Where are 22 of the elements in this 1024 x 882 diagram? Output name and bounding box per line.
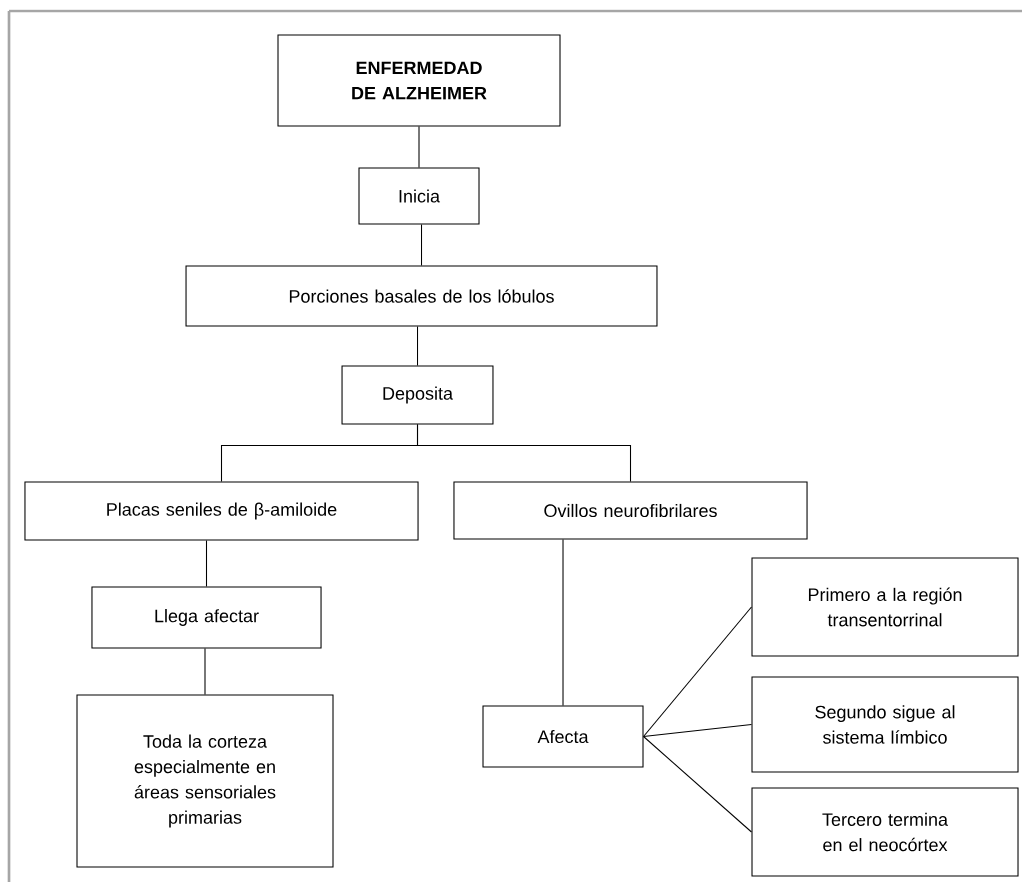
process-box: Inicia (358, 167, 480, 225)
process-box: Afecta (482, 705, 644, 768)
process-box: Segundo sigue al sistema límbico (751, 676, 1019, 773)
process-box: Tercero termina en el neocórtex (751, 787, 1019, 877)
connector-line (204, 648, 206, 695)
process-box: Placas seniles de β-amiloide (24, 481, 419, 541)
process-box: Llega afectar (91, 586, 322, 649)
connector-line (420, 224, 423, 266)
connector-line (416, 326, 419, 366)
connector-line (418, 125, 420, 168)
connector-line (416, 424, 632, 482)
connector-line (643, 723, 752, 738)
process-box: ENFERMEDAD DE ALZHEIMER (277, 34, 561, 127)
connector-line (643, 735, 752, 833)
process-box: Deposita (341, 365, 494, 425)
process-box: Porciones basales de los lóbulos (185, 265, 658, 327)
connector-line (205, 540, 208, 587)
connector-line (643, 606, 752, 738)
connector-line (562, 539, 564, 706)
process-box: Toda la corteza especialmente en áreas sensoriales primarias (76, 694, 334, 868)
process-box: Primero a la región transentorrinal (751, 557, 1019, 657)
process-box: Ovillos neurofibrilares (453, 481, 808, 540)
